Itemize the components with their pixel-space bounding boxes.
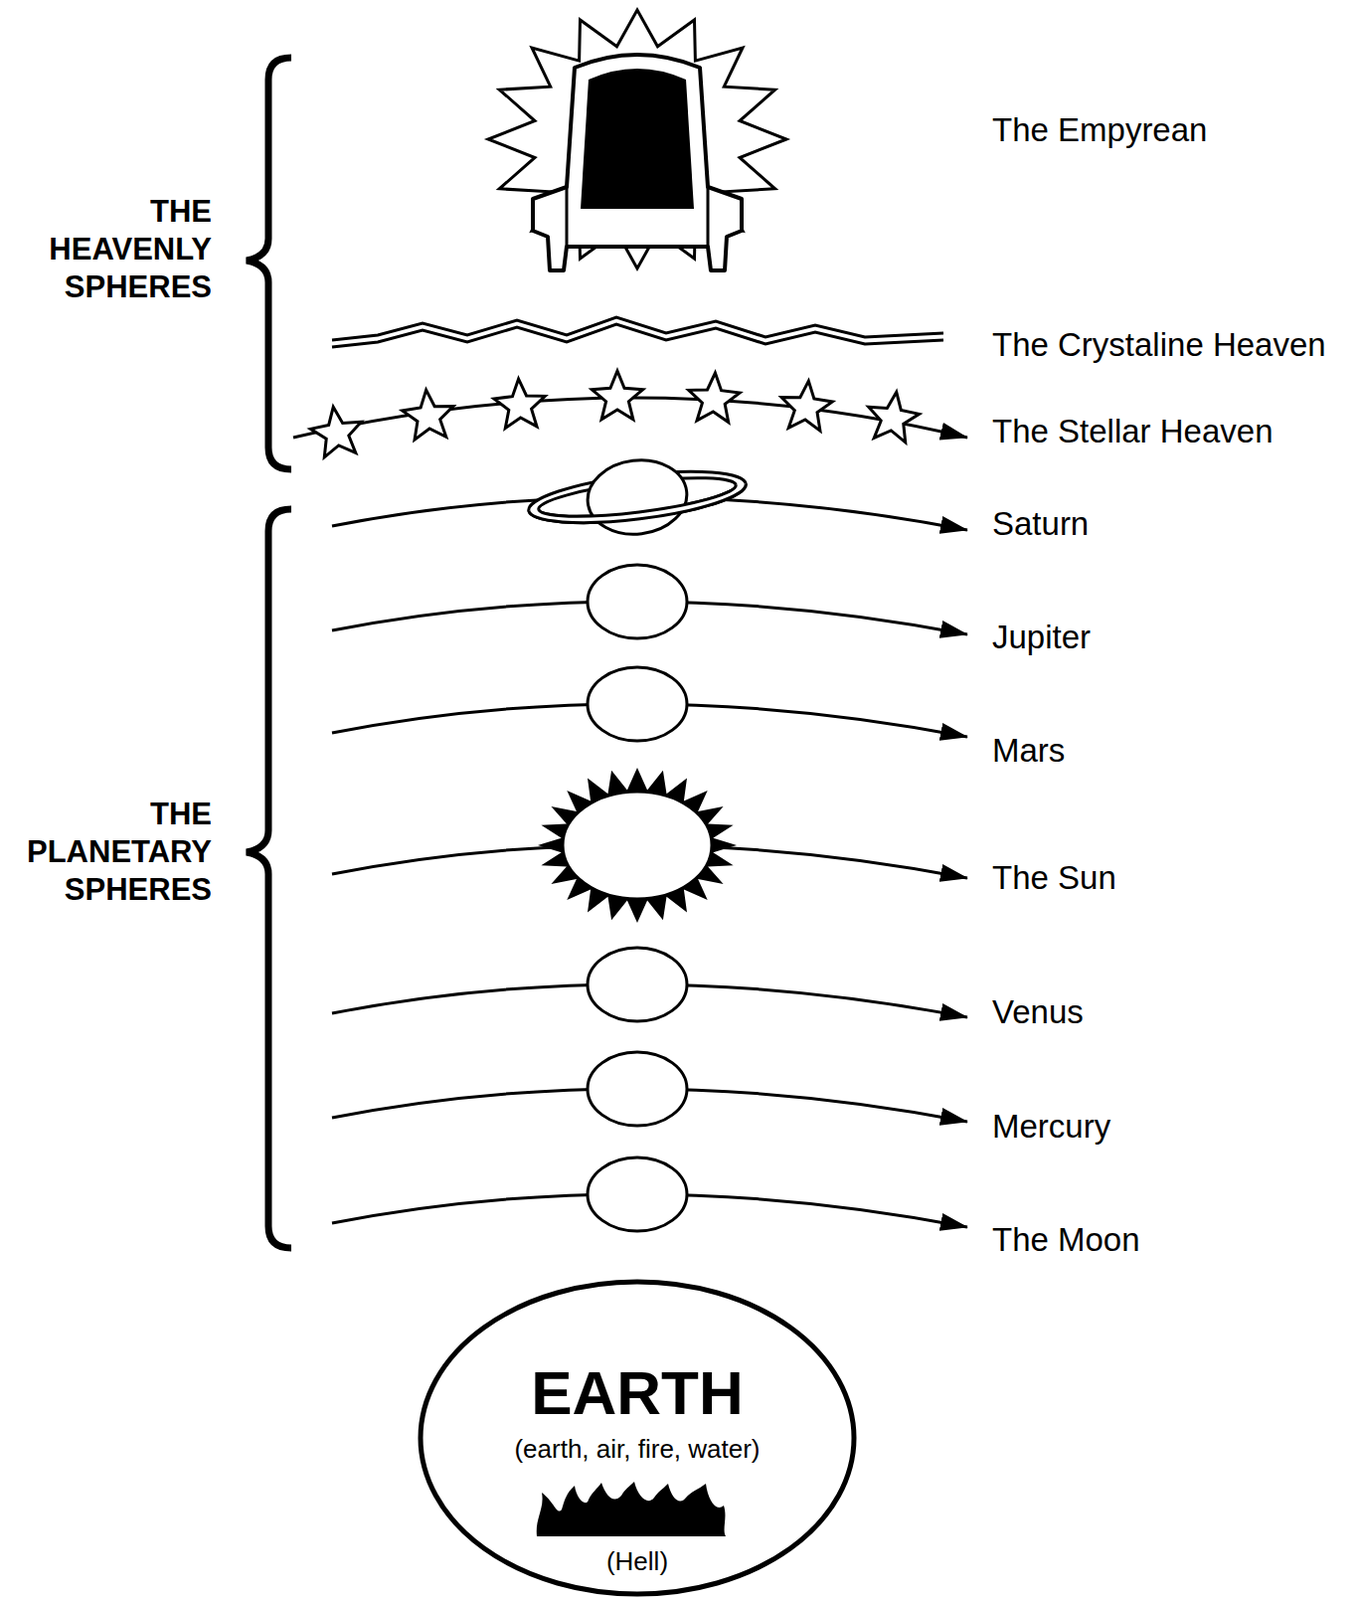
- sphere-label: The Empyrean: [992, 110, 1207, 151]
- hell-flames: [536, 1481, 726, 1536]
- elements-note: (earth, air, fire, water): [417, 1433, 857, 1465]
- earth-ellipse: EARTH(earth, air, fire, water) (Hell): [417, 1278, 857, 1597]
- group-label: THE PLANETARY SPHERES: [7, 795, 212, 909]
- earth-title: EARTH: [417, 1356, 857, 1430]
- planetary-bracket: [246, 509, 292, 1248]
- group-label: THE HEAVENLY SPHERES: [7, 192, 212, 307]
- sphere-label: The Crystaline Heaven: [992, 325, 1327, 365]
- sphere-label: The Stellar Heaven: [992, 411, 1273, 452]
- sphere-label: Jupiter: [992, 617, 1091, 658]
- sphere-label: Mercury: [992, 1106, 1111, 1147]
- sphere-label: Mars: [992, 730, 1065, 771]
- heavenly-bracket: [246, 57, 292, 470]
- throne-symbol: [488, 9, 787, 271]
- hell-note: (Hell): [417, 1545, 857, 1577]
- sphere-label: Saturn: [992, 504, 1089, 544]
- crystalline-wave: [332, 317, 944, 347]
- orbit-arrows: [332, 497, 968, 1227]
- sphere-label: The Sun: [992, 857, 1117, 898]
- sphere-label: Venus: [992, 992, 1084, 1032]
- sphere-label: The Moon: [992, 1219, 1141, 1260]
- stellar-band: [293, 370, 968, 459]
- sun-symbol: [537, 767, 737, 923]
- saturn-symbol: [523, 447, 750, 547]
